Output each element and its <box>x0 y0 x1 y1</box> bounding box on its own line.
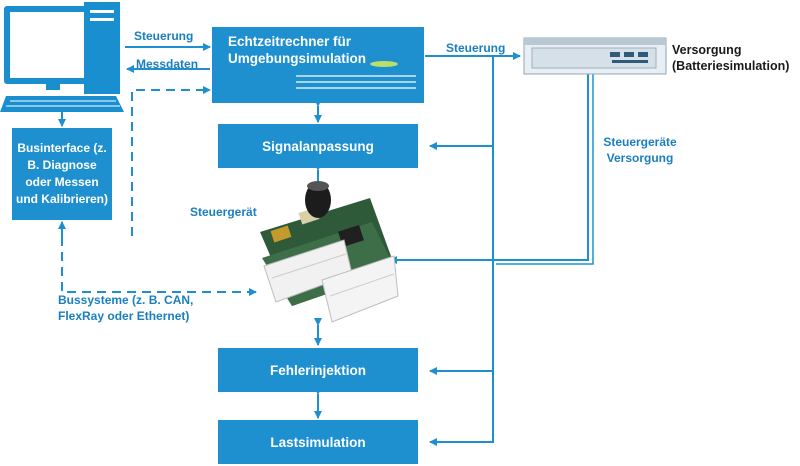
label-steuerung-versorgung: Steuerung <box>446 41 506 55</box>
node-fehlerinjektion-label: Fehlerinjektion <box>269 362 367 378</box>
label-versorgung: Versorgung (Batteriesimulation) <box>672 43 790 73</box>
node-rechner-label: Echtzeitrechner für Umgebungsimulation <box>228 34 366 66</box>
node-fehlerinjektion: Fehlerinjektion <box>218 348 418 392</box>
node-lastsimulation: Lastsimulation <box>218 420 418 464</box>
label-steuergeraet: Steuergerät <box>190 205 257 219</box>
node-businterface-label: Businterface (z. B. Diagnose oder Messen… <box>15 141 108 206</box>
edge-versorgung-ecu-a <box>389 74 589 264</box>
edge-versorgung-ecu-b <box>496 74 594 265</box>
label-steuerung-pc: Steuerung <box>134 29 194 43</box>
edge-bus-dashed-rechner <box>131 86 211 236</box>
edge-bus-dashed-ecu <box>61 222 257 296</box>
label-messdaten: Messdaten <box>136 57 199 71</box>
node-signalanpassung-label: Signalanpassung <box>262 138 374 154</box>
label-bussysteme: Bussysteme (z. B. CAN, FlexRay oder Ethe… <box>58 293 194 323</box>
node-signalanpassung: Signalanpassung <box>218 124 418 168</box>
edge-trunk <box>429 56 494 446</box>
node-businterface: Businterface (z. B. Diagnose oder Messen… <box>12 128 112 220</box>
label-sg-versorgung: Steuergeräte Versorgung <box>603 135 677 165</box>
node-lastsimulation-label: Lastsimulation <box>270 434 366 450</box>
